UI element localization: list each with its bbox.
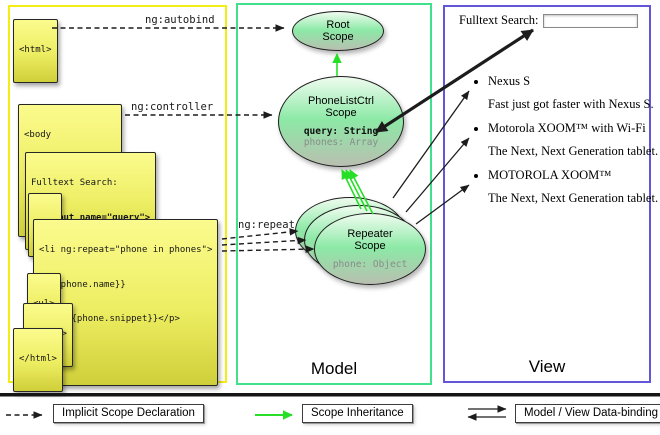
phonelistctrl-scope-title-1: PhoneListCtrl — [307, 94, 375, 107]
view-search-row: Fulltext Search: — [459, 13, 638, 29]
model-panel: Model — [236, 3, 432, 385]
root-scope-title-2: Scope — [322, 31, 354, 43]
root-scope-ellipse: Root Scope — [292, 11, 384, 51]
phone-list: Nexus S Fast just got faster with Nexus … — [462, 74, 660, 215]
phonelistctrl-scope-ellipse: PhoneListCtrl Scope query: String phones… — [278, 76, 404, 167]
legend-implicit-scope: Implicit Scope Declaration — [53, 404, 204, 423]
phone-desc: The Next, Next Generation tablet. — [488, 144, 659, 158]
code-li-repeat-line2: {{phone.name}} — [39, 279, 126, 290]
phone-title: MOTOROLA XOOM™ — [488, 168, 612, 182]
repeater-prop-phone: phone: Object — [332, 258, 408, 270]
phone-desc: The Next, Next Generation tablet. — [488, 191, 659, 205]
repeater-scope-title-2: Scope — [354, 240, 386, 253]
legend-data-binding: Model / View Data-binding — [515, 404, 660, 423]
repeater-scope-ellipse-front: Repeater Scope phone: Object — [314, 213, 426, 285]
phone-list-item: MOTOROLA XOOM™ The Next, Next Generation… — [488, 168, 660, 206]
ng-autobind-label: ng:autobind — [145, 14, 215, 26]
code-body-open-line1: <body — [24, 130, 52, 140]
code-li-repeat-line1: <li ng:repeat="phone in phones"> — [39, 245, 213, 255]
phone-title: Nexus S — [488, 74, 531, 88]
phone-desc: Fast just got faster with Nexus S. — [488, 97, 654, 111]
phonelistctrl-prop-query: query: String — [303, 125, 379, 137]
repeater-scope-title-1: Repeater — [347, 227, 393, 240]
phonelistctrl-scope-title-2: Scope — [325, 107, 357, 119]
phonelistctrl-prop-phones: phones: Array — [303, 137, 379, 148]
phone-title: Motorola XOOM™ with Wi-Fi — [488, 121, 646, 135]
legend-separator-line — [0, 393, 660, 397]
root-scope-title-1: Root — [326, 18, 350, 31]
code-html-open-text: <html> — [19, 45, 52, 55]
ng-controller-label: ng:controller — [131, 101, 214, 113]
code-fulltext-label: Fulltext Search: — [31, 178, 118, 188]
view-search-label: Fulltext Search: — [459, 13, 539, 27]
code-html-close: </html> — [13, 328, 63, 392]
fulltext-search-input[interactable] — [542, 14, 638, 29]
legend-scope-inheritance: Scope Inheritance — [302, 404, 413, 423]
code-html-open: <html> — [13, 19, 58, 83]
ng-repeat-label: ng:repeat — [238, 219, 295, 231]
model-panel-label: Model — [310, 359, 358, 378]
code-html-close-text: </html> — [19, 354, 57, 364]
phone-list-item: Nexus S Fast just got faster with Nexus … — [488, 74, 660, 112]
view-panel-label: View — [528, 357, 566, 376]
code-li-repeat-line3: <p>{{phone.snippet}}</p> — [39, 314, 180, 324]
phone-list-item: Motorola XOOM™ with Wi-Fi The Next, Next… — [488, 121, 660, 159]
